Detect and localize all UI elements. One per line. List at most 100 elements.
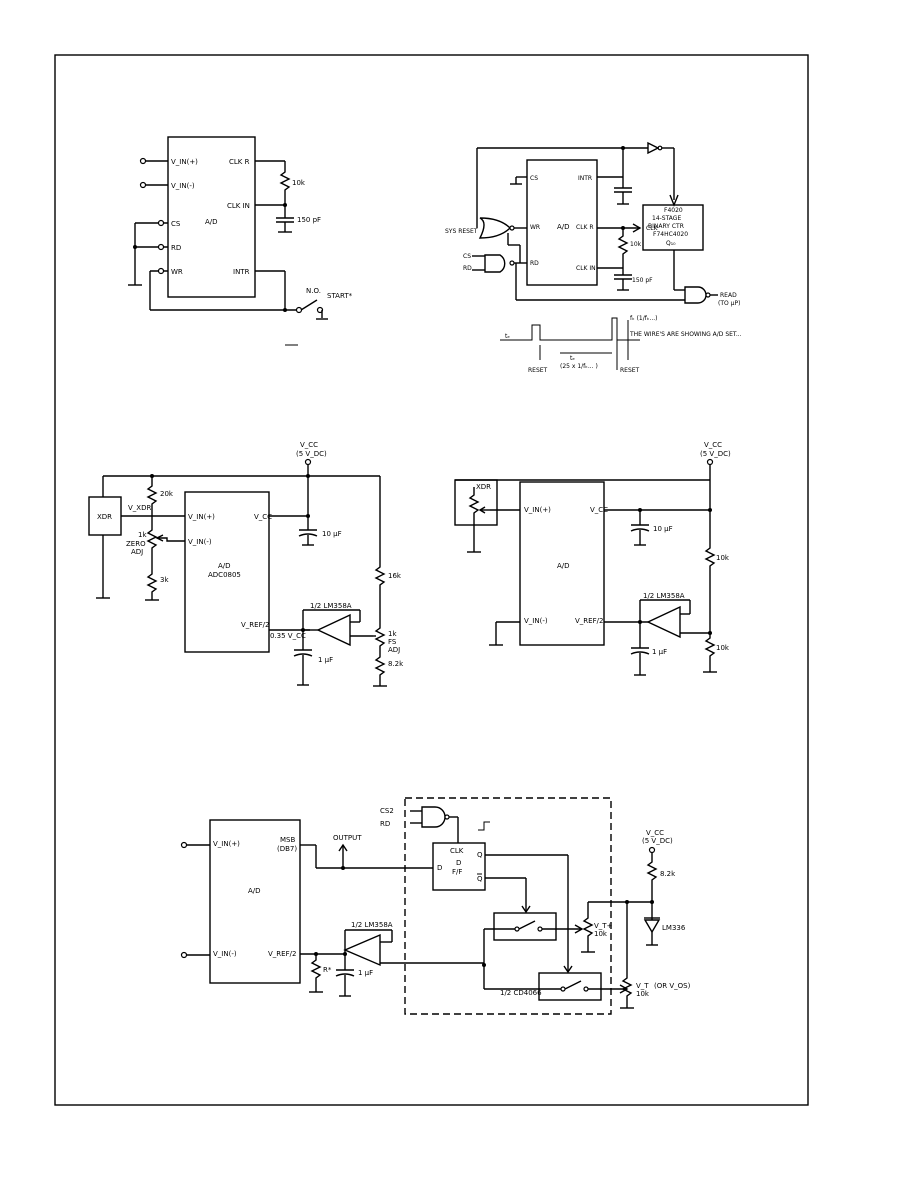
svg-text:Q: Q xyxy=(477,875,483,883)
c4-adc-chip xyxy=(519,481,605,646)
svg-text:1 µF: 1 µF xyxy=(652,648,667,656)
svg-text:F74HC4020: F74HC4020 xyxy=(653,231,688,238)
svg-text:V_CC: V_CC xyxy=(590,506,608,514)
svg-text:LM336: LM336 xyxy=(662,924,686,932)
svg-text:READ: READ xyxy=(720,292,737,299)
svg-text:1/2 LM358A: 1/2 LM358A xyxy=(310,602,352,610)
svg-text:10k: 10k xyxy=(636,990,650,998)
c3-vcc-sub: (5 V_DC) xyxy=(296,450,327,458)
svg-text:ZERO: ZERO xyxy=(126,540,146,548)
c1-pin-clkin: CLK IN xyxy=(227,202,250,210)
svg-text:V_IN(-): V_IN(-) xyxy=(188,538,212,546)
c5-logic-box xyxy=(404,797,612,1015)
svg-text:(TO µP): (TO µP) xyxy=(718,300,740,307)
c1-pin-vinp: V_IN(+) xyxy=(171,158,198,166)
c1-pin-wr: WR xyxy=(171,268,183,276)
svg-text:10 µF: 10 µF xyxy=(322,530,342,538)
svg-text:fₖ (1/fₖ...): fₖ (1/fₖ...) xyxy=(630,315,657,322)
c1-chip-label: A/D xyxy=(205,218,218,226)
c1-adc-chip xyxy=(167,136,256,298)
svg-text:FS: FS xyxy=(388,638,397,646)
c1-pin-intr: INTR xyxy=(233,268,250,276)
svg-text:R*: R* xyxy=(323,966,332,974)
svg-text:10k: 10k xyxy=(716,554,730,562)
svg-text:1/2 LM358A: 1/2 LM358A xyxy=(351,921,393,929)
svg-text:V_T: V_T xyxy=(636,982,649,990)
svg-text:MSB: MSB xyxy=(280,836,295,844)
svg-text:(25 x 1/fₖ... ): (25 x 1/fₖ... ) xyxy=(560,363,598,370)
c1-c1-label: 150 pF xyxy=(297,216,321,224)
c1-pin-cs: CS xyxy=(171,220,181,228)
c4-xdr xyxy=(454,479,498,526)
c5-switch-1 xyxy=(493,912,557,941)
svg-text:V_IN(+): V_IN(+) xyxy=(213,840,240,848)
svg-text:CLK: CLK xyxy=(646,225,659,232)
c5-adc-chip xyxy=(209,819,301,984)
svg-text:V_REF/2: V_REF/2 xyxy=(241,621,269,629)
svg-text:V_CC: V_CC xyxy=(254,513,272,521)
svg-text:WR: WR xyxy=(530,224,540,231)
svg-text:F4020: F4020 xyxy=(664,207,683,214)
svg-text:XDR: XDR xyxy=(476,483,491,491)
svg-text:ADC0805: ADC0805 xyxy=(208,571,241,579)
svg-text:SYS RESET: SYS RESET xyxy=(445,228,478,235)
circuit-3: V_CC (5 V_DC) XDR V_XDR 20k 1k ZERO ADJ … xyxy=(88,441,404,687)
svg-text:RD: RD xyxy=(380,820,390,828)
svg-text:V_IN(+): V_IN(+) xyxy=(188,513,215,521)
svg-text:CLK R: CLK R xyxy=(576,224,594,231)
svg-text:150 pF: 150 pF xyxy=(632,277,653,284)
svg-text:D: D xyxy=(437,864,442,872)
svg-text:tₑ: tₑ xyxy=(570,355,575,362)
svg-text:THE WIRE'S ARE SHOWING A/D SET: THE WIRE'S ARE SHOWING A/D SET... xyxy=(629,331,742,338)
svg-text:V_IN(-): V_IN(-) xyxy=(213,950,237,958)
svg-text:1/2 LM358A: 1/2 LM358A xyxy=(643,592,685,600)
svg-text:RD: RD xyxy=(463,265,472,272)
svg-text:tₑ: tₑ xyxy=(505,333,510,340)
svg-text:20k: 20k xyxy=(160,490,174,498)
c2-adc-chip xyxy=(526,159,598,286)
circuit-1: A/D V_IN(+) V_IN(-) CS RD WR CLK R CLK I… xyxy=(128,136,353,346)
c5-switch-2 xyxy=(538,972,602,1001)
svg-text:RESET: RESET xyxy=(620,367,640,374)
svg-text:1 µF: 1 µF xyxy=(318,656,333,664)
c3-adc-chip xyxy=(184,491,270,653)
svg-text:V_REF/2: V_REF/2 xyxy=(268,950,296,958)
c2-counter-chip xyxy=(642,204,704,251)
svg-text:1 µF: 1 µF xyxy=(358,969,373,977)
svg-text:10k: 10k xyxy=(630,241,642,248)
svg-text:F/F: F/F xyxy=(452,868,462,876)
svg-text:(DB7): (DB7) xyxy=(277,845,297,853)
svg-text:3k: 3k xyxy=(160,576,169,584)
svg-text:BINARY CTR: BINARY CTR xyxy=(648,223,684,230)
svg-text:V_IN(+): V_IN(+) xyxy=(524,506,551,514)
svg-text:RESET: RESET xyxy=(528,367,548,374)
svg-text:V_T+: V_T+ xyxy=(594,922,613,930)
svg-text:XDR: XDR xyxy=(97,513,112,521)
svg-text:V_CC: V_CC xyxy=(646,829,664,837)
svg-text:8.2k: 8.2k xyxy=(660,870,676,878)
c1-pin-clkr: CLK R xyxy=(229,158,250,166)
svg-text:Q₁₀: Q₁₀ xyxy=(666,240,676,247)
c1-r1-label: 10k xyxy=(292,179,306,187)
c3-vcc: V_CC xyxy=(300,441,318,449)
circuit-4: V_CC (5 V_DC) XDR V_IN(+) V_IN(-) V_CC V… xyxy=(454,441,731,676)
c1-switch-no: N.O. xyxy=(306,287,321,295)
svg-text:10 µF: 10 µF xyxy=(653,525,673,533)
svg-text:8.2k: 8.2k xyxy=(388,660,404,668)
svg-text:V_CC: V_CC xyxy=(704,441,722,449)
svg-text:V_XDR: V_XDR xyxy=(128,504,151,512)
c5-flipflop xyxy=(432,842,486,891)
c2-chip-label: A/D xyxy=(557,223,570,231)
svg-text:1k: 1k xyxy=(388,630,397,638)
svg-text:INTR: INTR xyxy=(578,175,592,182)
svg-text:A/D: A/D xyxy=(218,562,231,570)
svg-text:RD: RD xyxy=(530,260,539,267)
svg-text:CLK IN: CLK IN xyxy=(576,265,596,272)
svg-text:CS: CS xyxy=(463,253,471,260)
svg-text:0.35 V_CC: 0.35 V_CC xyxy=(270,632,306,640)
svg-text:(5 V_DC): (5 V_DC) xyxy=(700,450,731,458)
svg-text:16k: 16k xyxy=(388,572,402,580)
page-border xyxy=(54,54,809,1106)
circuit-2: A/D CS WR RD INTR CLK R CLK IN SYS RESET… xyxy=(445,141,742,374)
